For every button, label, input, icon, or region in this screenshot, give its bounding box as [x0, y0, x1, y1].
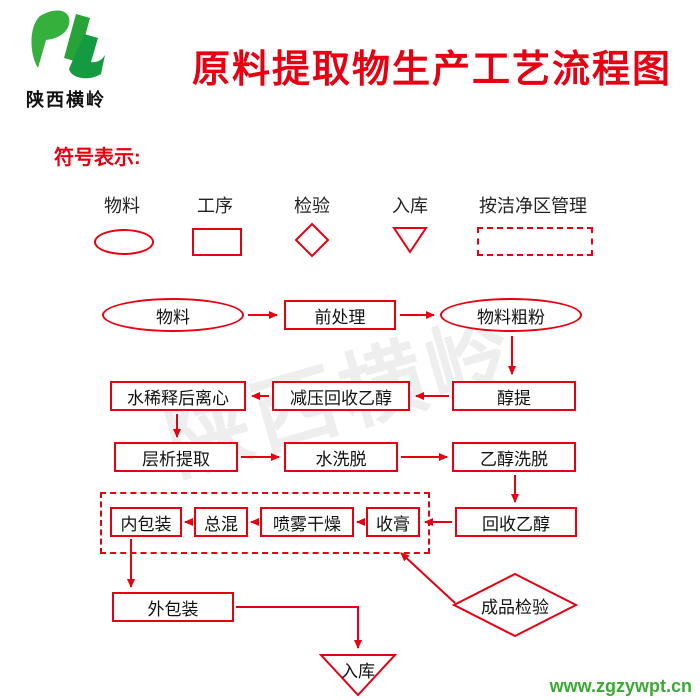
legend-label-process: 工序 [197, 196, 233, 216]
node-ethanol-elution: 乙醇洗脱 [452, 442, 576, 472]
legend-label-warehousing: 入库 [392, 196, 428, 216]
node-finished-product-inspection-diamond [452, 572, 578, 638]
legend-ellipse-icon [94, 229, 154, 255]
node-pretreatment: 前处理 [284, 300, 396, 330]
node-vacuum-ethanol-recovery: 减压回收乙醇 [272, 381, 410, 411]
legend-heading: 符号表示: [54, 147, 141, 169]
website-url: www.zgzywpt.cn [549, 676, 692, 696]
node-ethanol-recovery: 回收乙醇 [455, 507, 577, 537]
node-warehousing-label: 入库 [341, 662, 375, 681]
legend-dashed-rect-icon [477, 227, 593, 256]
node-ethanol-extraction: 醇提 [452, 381, 576, 411]
node-chromatography-extraction: 层析提取 [114, 442, 238, 472]
node-coarse-powder: 物料粗粉 [440, 298, 582, 332]
node-paste-collection: 收膏 [366, 507, 420, 537]
node-outer-packaging: 外包装 [112, 592, 234, 622]
node-finished-product-inspection-label: 成品检验 [481, 597, 549, 617]
node-total-blending: 总混 [194, 507, 248, 537]
legend-label-clean-area: 按洁净区管理 [479, 196, 587, 216]
node-inner-packaging: 内包装 [110, 507, 182, 537]
company-logo-icon [31, 10, 105, 79]
page-title: 原料提取物生产工艺流程图 [191, 49, 672, 91]
node-warehousing-triangle [318, 654, 398, 697]
node-material: 物料 [102, 298, 244, 332]
company-name: 陕西横岭 [26, 90, 106, 110]
node-spray-drying: 喷雾干燥 [260, 507, 354, 537]
node-water-elution: 水洗脱 [284, 442, 398, 472]
node-water-dilution-centrifuge: 水稀释后离心 [110, 381, 246, 411]
legend-rectangle-icon [192, 228, 242, 256]
legend-diamond-icon [294, 222, 330, 258]
legend-triangle-icon [392, 227, 428, 254]
legend-label-material: 物料 [104, 196, 140, 216]
legend-label-inspection: 检验 [294, 196, 330, 216]
